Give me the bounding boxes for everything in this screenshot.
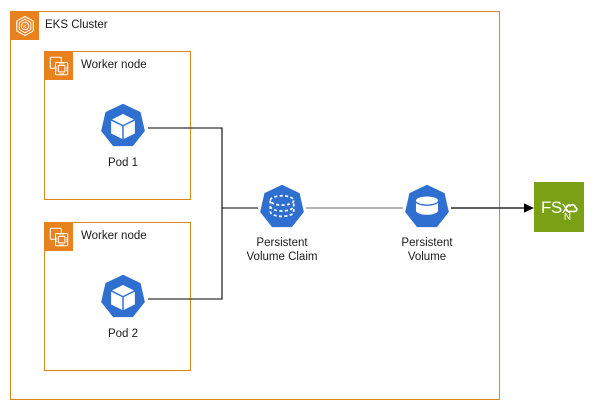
pod-2-label: Pod 2 bbox=[107, 328, 139, 340]
worker-node-2-label: Worker node bbox=[81, 230, 147, 242]
worker-node-1-label: Worker node bbox=[81, 59, 147, 71]
persistent-volume-icon bbox=[400, 182, 454, 236]
kubernetes-pod-icon bbox=[96, 272, 150, 326]
persistent-volume-claim-label: Persistent Volume Claim bbox=[246, 237, 318, 263]
svg-text:K: K bbox=[23, 24, 27, 30]
kubernetes-pod-icon bbox=[96, 101, 150, 155]
persistent-volume-claim-icon bbox=[255, 182, 309, 236]
eks-cluster-label: EKS Cluster bbox=[45, 19, 108, 31]
persistent-volume-label: Persistent Volume bbox=[401, 237, 453, 263]
worker-node-icon bbox=[44, 222, 73, 251]
worker-node-icon bbox=[44, 51, 73, 80]
pod-1-label: Pod 1 bbox=[107, 157, 139, 169]
worker-node-1-boundary bbox=[44, 51, 191, 200]
svg-text:N: N bbox=[564, 212, 571, 223]
fsx-for-netapp-ontap-icon: FSx N bbox=[534, 182, 584, 232]
eks-cluster-boundary bbox=[10, 11, 500, 400]
eks-cluster-icon: K bbox=[10, 11, 39, 40]
svg-text:FSx: FSx bbox=[541, 198, 571, 217]
